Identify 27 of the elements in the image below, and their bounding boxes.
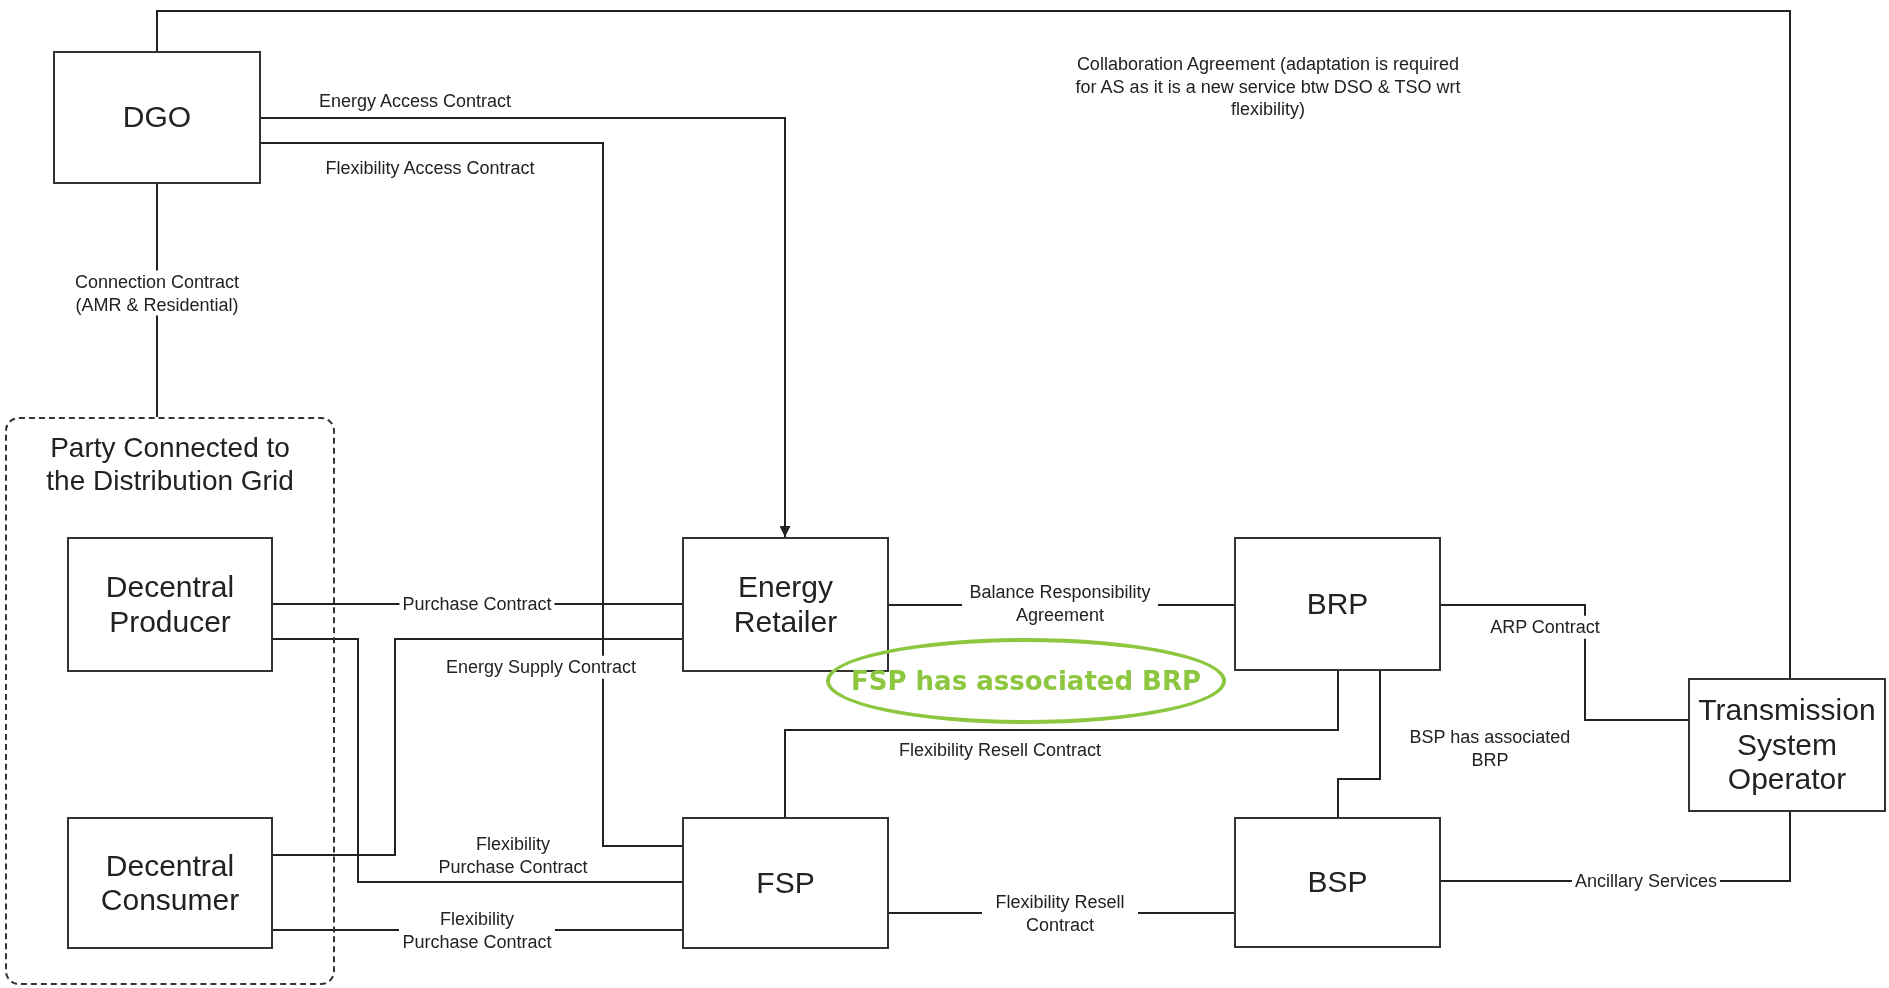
entity-label: FSP: [755, 865, 816, 901]
entity-box: [1234, 537, 1441, 671]
entity-label: Energy Retailer: [732, 570, 839, 639]
entity-label: BRP: [1305, 586, 1370, 622]
connector-line: [1440, 604, 1689, 721]
entity-box: [67, 537, 273, 672]
entity-box: [682, 537, 889, 672]
entity-box: [67, 817, 273, 949]
entity-box: [1688, 678, 1886, 812]
connector-line: [784, 670, 1339, 818]
connector-line: [260, 142, 683, 847]
entity-box: [1234, 817, 1441, 948]
entity-label: DGO: [121, 100, 193, 135]
entity-label: Transmission System Operator: [1697, 693, 1877, 797]
group-heading: Party Connected to the Distribution Grid: [45, 431, 295, 498]
entity-label: Decentral Consumer: [99, 848, 241, 918]
entity-label: Decentral Producer: [104, 570, 236, 639]
entity-box: [53, 51, 261, 184]
connector-line: [156, 10, 1791, 679]
group-container: [5, 417, 335, 985]
connector-line: [1337, 670, 1381, 818]
edge-label: ARP Contract: [1487, 615, 1603, 639]
arrow: [260, 117, 791, 538]
highlight-ellipse: [826, 638, 1226, 724]
entity-box: [682, 817, 889, 949]
annotation-text: FSP has associated BRP: [851, 666, 1201, 696]
entity-label: BSP: [1306, 865, 1369, 900]
